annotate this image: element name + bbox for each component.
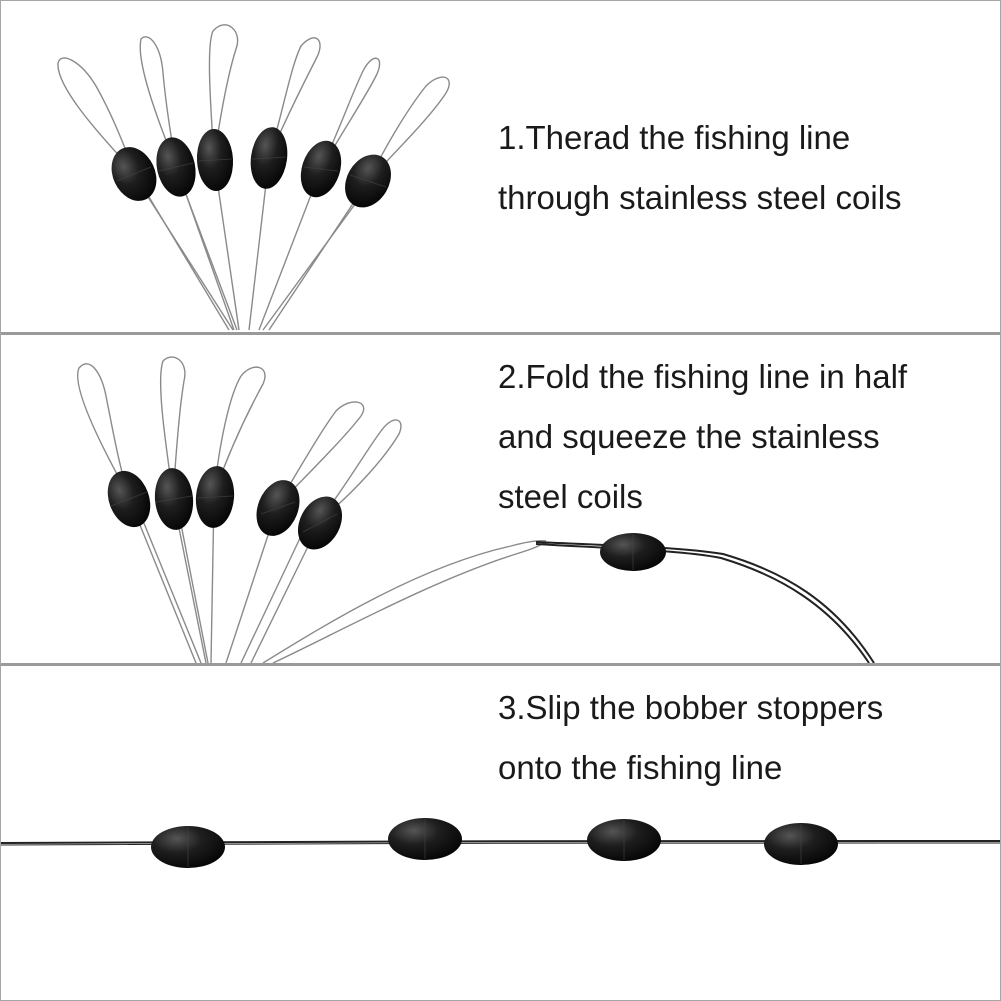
step-text-line: onto the fishing line (498, 749, 783, 786)
step-3-illustration (1, 818, 1000, 868)
step-text-line: and squeeze the stainless (498, 418, 880, 455)
step-3-panel: 3.Slip the bobber stoppers onto the fish… (1, 667, 1000, 1000)
step-text-line: 3.Slip the bobber stoppers (498, 689, 884, 726)
step-text-line: steel coils (498, 478, 643, 515)
step-text-line: 1.Therad the fishing line (498, 119, 851, 156)
bobber-stoppers (111, 127, 391, 208)
step-2-illustration (77, 356, 875, 663)
step-text-line: through stainless steel coils (498, 179, 902, 216)
step-2-text: 2.Fold the fishing line in half and sque… (498, 347, 907, 527)
step-1-panel: 1.Therad the fishing line through stainl… (1, 1, 1000, 332)
step-1-illustration (57, 24, 450, 331)
panel-divider (1, 663, 1000, 666)
panel-divider (1, 332, 1000, 335)
fishing-line (535, 541, 875, 663)
step-text-line: 2.Fold the fishing line in half (498, 358, 908, 395)
step-3-text: 3.Slip the bobber stoppers onto the fish… (498, 678, 883, 798)
wire-loops (77, 356, 547, 663)
fishing-line (1, 839, 1000, 846)
step-2-panel: 2.Fold the fishing line in half and sque… (1, 336, 1000, 663)
step-1-text: 1.Therad the fishing line through stainl… (498, 108, 902, 228)
